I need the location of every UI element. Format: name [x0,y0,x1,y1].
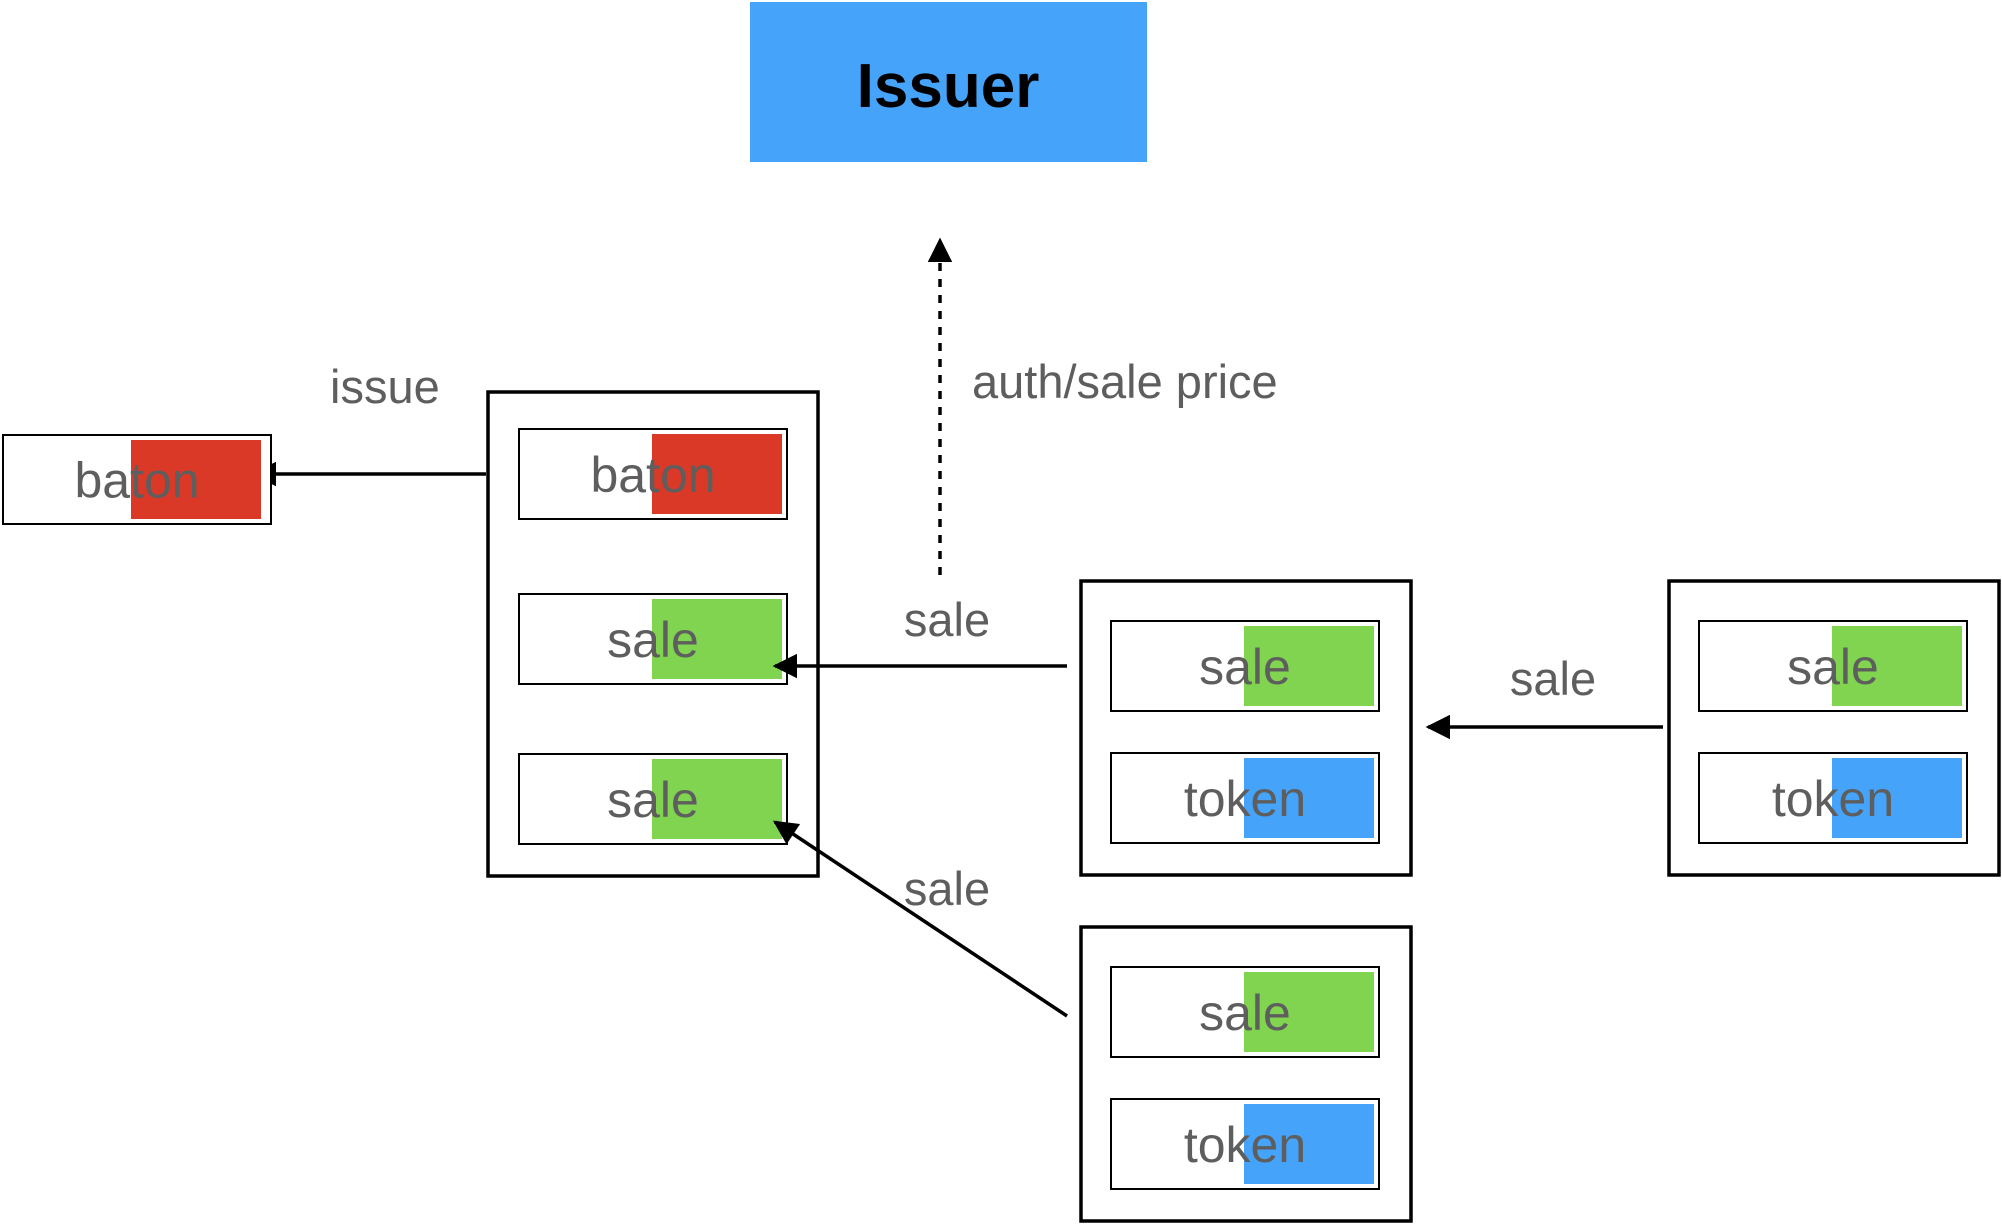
sale-label-bottom: sale [904,862,990,915]
issuer-node: Issuer [750,2,1147,162]
item-box-token: token [1110,752,1380,844]
item-box-token: token [1698,752,1968,844]
item-box-baton: baton [518,428,788,520]
item-label: baton [590,447,715,503]
item-label: baton [74,453,199,509]
item-color-block-sale [1244,972,1374,1052]
middle-top-container-items: sale token [1110,620,1380,844]
item-color-block-token [1244,758,1374,838]
item-box-baton: baton [2,434,272,525]
sale-label-middle: sale [904,593,990,646]
issuer-box [750,2,1147,162]
item-color-block-sale [652,759,782,839]
item-box-sale: sale [518,593,788,685]
item-label: sale [1787,639,1879,695]
item-color-block-token [1832,758,1962,838]
sale-label-right: sale [1510,652,1596,705]
item-box-sale: sale [1110,620,1380,712]
sale-arrow-bottom [772,820,1068,1018]
standalone-baton: baton [2,434,272,525]
main-container [486,390,820,878]
item-box-token: token [1110,1098,1380,1190]
middle-top-container [1079,579,1413,877]
item-color-block-sale [652,599,782,679]
auth-label: auth/sale price [972,355,1278,408]
item-color-block-sale [1832,626,1962,706]
item-color-block-token [1244,1104,1374,1184]
item-box-sale: sale [1110,966,1380,1058]
item-label: token [1184,1117,1306,1173]
item-label: sale [607,612,699,668]
item-box-sale: sale [518,753,788,845]
middle-bottom-container-items: sale token [1110,966,1380,1190]
middle-bottom-container [1079,925,1413,1223]
right-container-items: sale token [1698,620,1968,844]
item-box-sale: sale [1698,620,1968,712]
item-label: sale [1199,639,1291,695]
right-container [1667,579,2001,877]
main-container-items: baton sale sale [518,428,788,845]
item-label: token [1184,771,1306,827]
item-label: sale [607,772,699,828]
item-color-block-sale [1244,626,1374,706]
item-label: sale [1199,985,1291,1041]
item-color-block-baton [131,440,261,519]
item-color-block-baton [652,434,782,514]
issuer-label: Issuer [857,52,1040,121]
issue-label: issue [330,360,440,413]
item-label: token [1772,771,1894,827]
